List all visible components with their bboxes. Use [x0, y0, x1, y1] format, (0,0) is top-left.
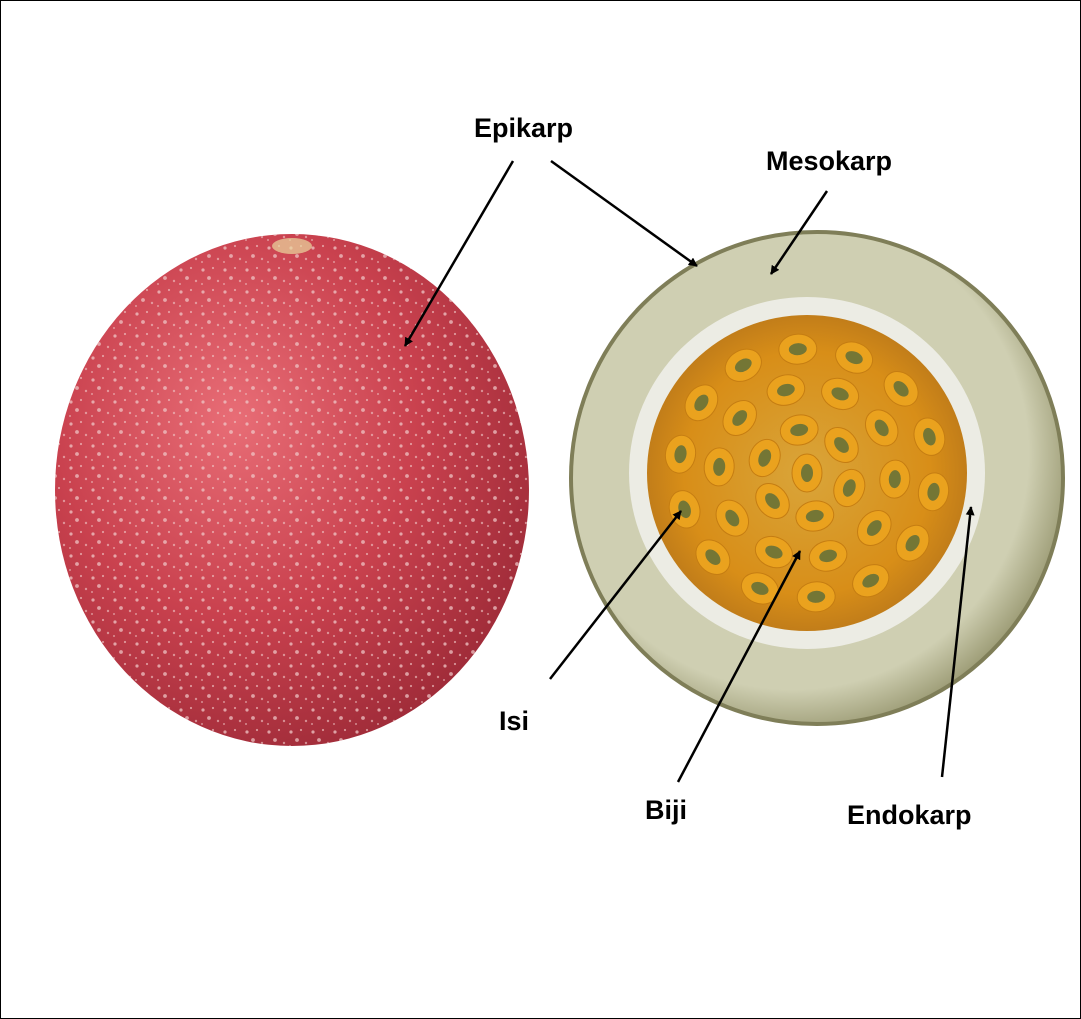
- label-mesokarp: Mesokarp: [766, 148, 892, 175]
- whole-fruit: [55, 234, 529, 746]
- label-isi: Isi: [499, 708, 529, 735]
- label-biji: Biji: [645, 797, 687, 824]
- cut-fruit: [571, 232, 1063, 724]
- label-epikarp: Epikarp: [474, 115, 573, 142]
- label-endokarp: Endokarp: [847, 802, 972, 829]
- seed: [801, 464, 813, 482]
- arrow-epikarp-cut: [551, 161, 697, 266]
